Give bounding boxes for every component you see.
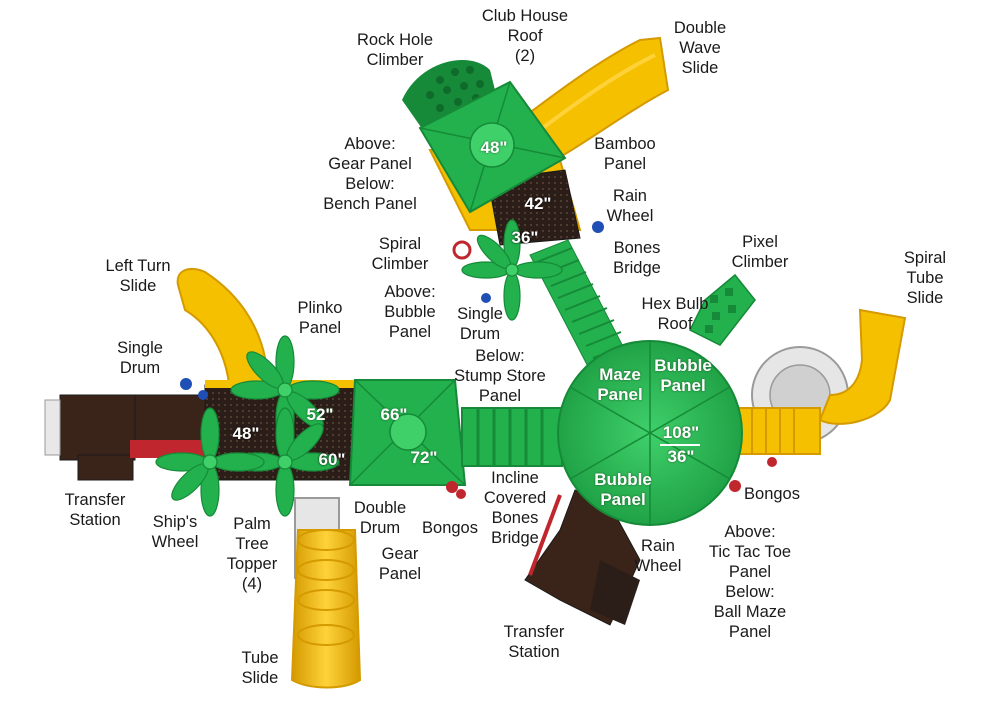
callout-bones-bridge: Bones Bridge [613,239,661,277]
callout-single-drum-left: Single Drum [117,339,163,377]
tube-slide [290,497,362,689]
spiral-tube-slide [737,308,907,467]
callout-rock-hole-climber: Rock Hole Climber [356,31,434,69]
deck-height-48-left: 48" [232,424,260,443]
callout-bubble-panel-above: Above: Bubble Panel [384,283,436,341]
callout-spiral-climber: Spiral Climber [371,235,429,273]
callout-rain-wheel-top: Rain Wheel [606,187,654,225]
callout-tic-tac-toe-panel: Above: Tic Tac Toe Panel Below: Ball Maz… [708,523,792,641]
hex-bulb-roof [557,340,743,526]
callout-bamboo-panel: Bamboo Panel [594,135,656,173]
deck-height-52: 52" [306,405,334,424]
deck-height-48-top: 48" [480,138,508,157]
callout-bongos-center: Bongos [422,519,478,537]
deck-height-108: 108" [662,423,700,442]
callout-palm-tree-topper: Palm Tree Topper (4) [226,515,278,593]
deck-height-72: 72" [410,448,438,467]
callout-double-drum: Double Drum [353,499,407,537]
deck-height-42: 42" [524,194,552,213]
club-house-roof-top [418,80,567,214]
spiral-climber [452,240,472,260]
callout-ships-wheel: Ship's Wheel [151,513,199,551]
double-wave-slide [518,36,670,162]
callout-incline-bridge: Incline Covered Bones Bridge [483,469,547,547]
callout-transfer-station-bottom: Transfer Station [503,623,565,661]
callout-gear-bench-panel: Above: Gear Panel Below: Bench Panel [323,135,417,213]
maze-panel-label: Maze Panel [597,365,643,404]
deck-height-66: 66" [380,405,408,424]
callout-gear-panel: Gear Panel [378,545,422,583]
callout-plinko-panel: Plinko Panel [297,299,343,337]
deck-height-60: 60" [318,450,346,469]
bubble-panel-label-top: Bubble Panel [654,356,712,395]
palm-tree-topper [155,219,563,517]
left-turn-slide [176,267,270,397]
callout-hex-bulb-roof: Hex Bulb Roof [641,295,709,333]
accessory-markers [180,221,741,499]
callout-pixel-climber: Pixel Climber [731,233,789,271]
callout-club-house-roof: Club House Roof (2) [481,7,569,65]
transfer-station-left [44,394,211,481]
deck-height-36-hex: 36" [667,447,695,466]
callout-double-wave-slide: Double Wave Slide [673,19,727,77]
callout-left-turn-slide: Left Turn Slide [105,257,171,295]
callout-stump-store-panel: Below: Stump Store Panel [454,347,546,405]
callout-rain-wheel-bottom: Rain Wheel [634,537,682,575]
callout-single-drum-top: Single Drum [457,305,503,343]
pixel-climber [688,273,756,346]
callout-bongos-right: Bongos [744,485,800,503]
callout-tube-slide: Tube Slide [241,649,279,687]
callout-transfer-station-left: Transfer Station [64,491,126,529]
callout-spiral-tube-slide: Spiral Tube Slide [903,249,947,307]
club-house-roof-left [348,379,467,486]
incline-covered-bones-bridge [461,407,563,467]
deck-height-36-top: 36" [511,228,539,247]
bubble-panel-label-bottom: Bubble Panel [594,470,652,509]
